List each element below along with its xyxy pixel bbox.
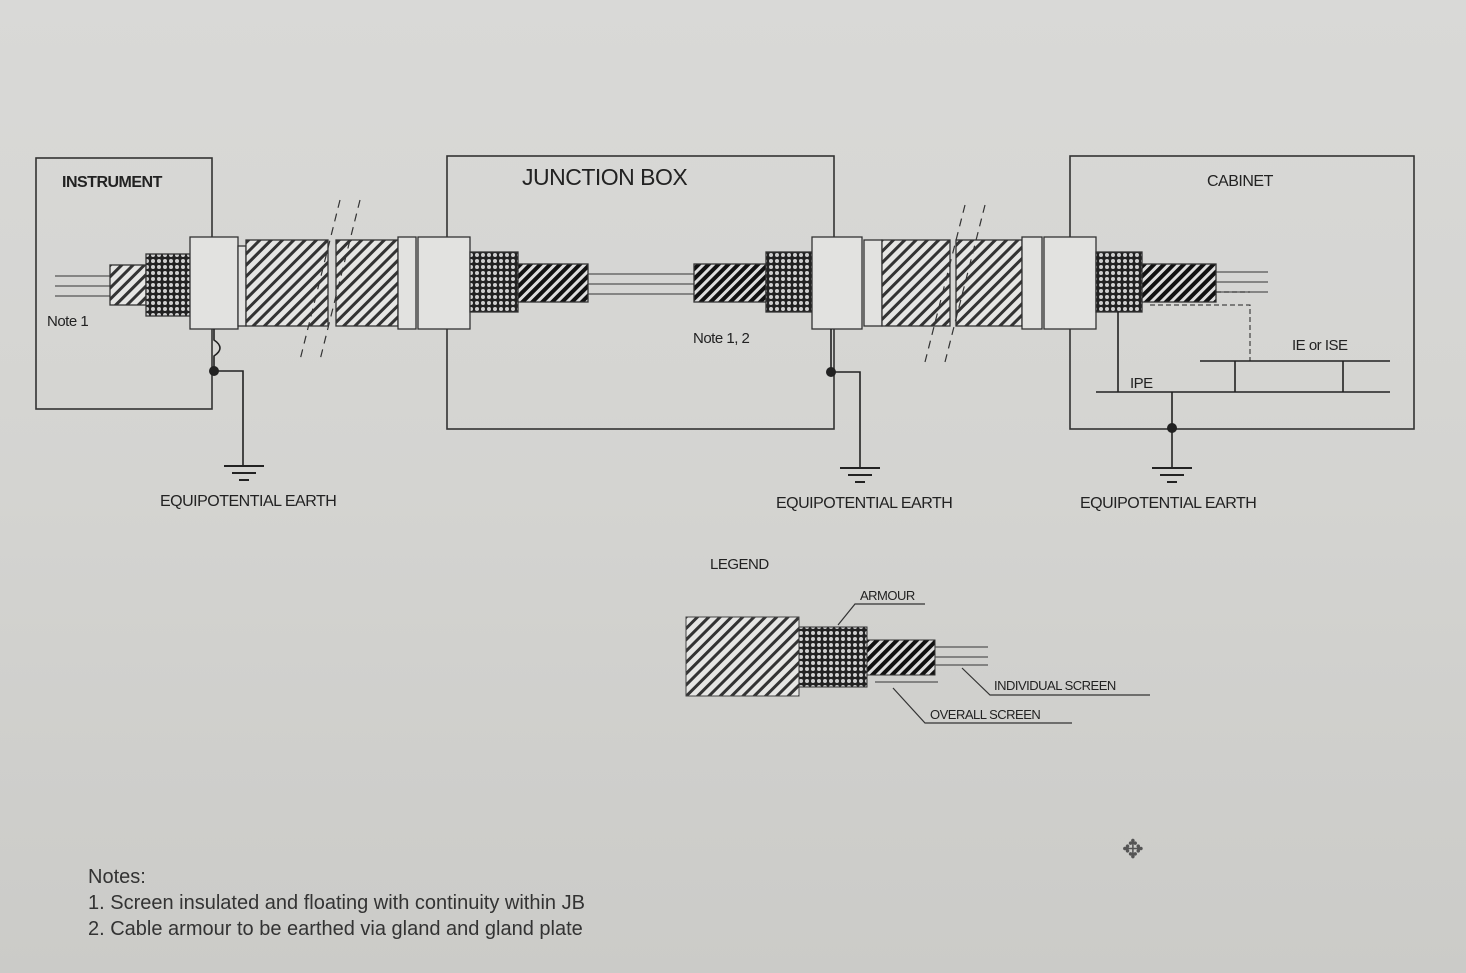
move-cursor-icon: ✥ xyxy=(1122,834,1144,864)
armour xyxy=(145,253,191,317)
legend: LEGEND ARMOUR INDIVIDUAL SCREEN OVERALL … xyxy=(685,556,1150,724)
legend-individual-screen: INDIVIDUAL SCREEN xyxy=(994,678,1116,693)
legend-title: LEGEND xyxy=(710,556,769,573)
earth-conductor xyxy=(213,329,244,466)
earth-junction-dots xyxy=(209,366,1177,433)
notes-section: Notes: 1. Screen insulated and floating … xyxy=(88,864,585,942)
earth-label: EQUIPOTENTIAL EARTH xyxy=(776,495,952,512)
notes-heading: Notes: xyxy=(88,866,146,888)
junction-box-title: JUNCTION BOX xyxy=(522,164,687,190)
earth-conductor xyxy=(830,329,861,468)
instrument-note: Note 1 xyxy=(47,313,88,330)
overall-screen xyxy=(109,264,147,306)
armour xyxy=(765,251,813,313)
overall-screen xyxy=(517,263,589,303)
instrument-title: INSTRUMENT xyxy=(62,174,163,191)
cable-sheath xyxy=(245,239,329,327)
armour xyxy=(469,251,519,313)
ie-ise-label: IE or ISE xyxy=(1292,337,1348,354)
cable-sheath xyxy=(335,239,399,327)
junction-box-note: Note 1, 2 xyxy=(693,330,750,347)
legend-armour: ARMOUR xyxy=(860,588,915,603)
overall-screen xyxy=(693,263,767,303)
cable-gland xyxy=(811,236,863,330)
ipe-label: IPE xyxy=(1130,375,1153,392)
overall-screen xyxy=(1141,263,1217,303)
cabinet-title: CABINET xyxy=(1207,173,1274,190)
ground-symbols xyxy=(224,465,1192,483)
armour xyxy=(1095,251,1143,313)
note-item: 1. Screen insulated and floating with co… xyxy=(88,892,585,914)
note-item: 2. Cable armour to be earthed via gland … xyxy=(88,918,583,940)
cable-gland xyxy=(1043,236,1097,330)
legend-overall-screen: OVERALL SCREEN xyxy=(930,707,1040,722)
earth-label: EQUIPOTENTIAL EARTH xyxy=(160,493,336,510)
cable-sheath xyxy=(881,239,951,327)
cable-sheath xyxy=(955,239,1023,327)
earth-label: EQUIPOTENTIAL EARTH xyxy=(1080,495,1256,512)
cable-gland xyxy=(417,236,471,330)
cable-gland xyxy=(189,236,239,330)
